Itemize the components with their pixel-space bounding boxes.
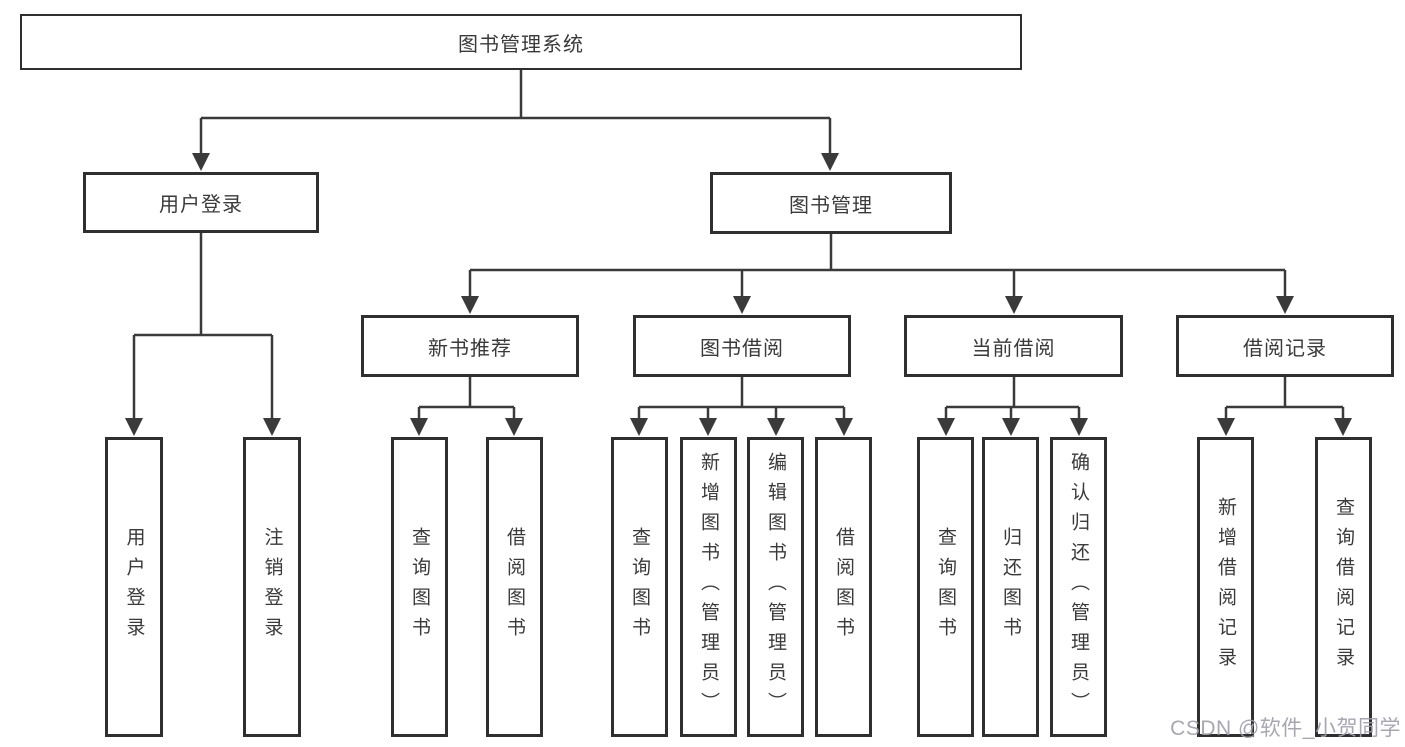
leaf-query-book-2: 查询图书 xyxy=(611,437,668,737)
node-new-book-recommend: 新书推荐 xyxy=(361,315,579,377)
leaf-add-book-admin-label: 新增图书（管理员） xyxy=(698,452,719,722)
node-new-book-recommend-label: 新书推荐 xyxy=(428,337,512,360)
node-book-management-label: 图书管理 xyxy=(789,194,873,217)
watermark: CSDN @软件_小贺同学 xyxy=(1170,717,1401,740)
leaf-return-book-label: 归还图书 xyxy=(1000,527,1021,647)
node-user-login-label: 用户登录 xyxy=(159,194,243,216)
connector-book-mgmt-to-level3 xyxy=(468,233,1287,298)
node-borrow-record-label: 借阅记录 xyxy=(1243,337,1327,360)
leaf-edit-book-admin: 编辑图书（管理员） xyxy=(747,437,804,737)
leaf-query-book-2-label: 查询图书 xyxy=(629,527,650,647)
connector-user-login-to-leaves xyxy=(132,233,274,420)
leaf-add-book-admin: 新增图书（管理员） xyxy=(680,437,737,737)
leaf-borrow-book-1-label: 借阅图书 xyxy=(504,527,525,647)
arrowheads-root-to-level2 xyxy=(192,153,839,171)
node-root: 图书管理系统 xyxy=(20,14,1022,70)
connector-current-borrow-to-leaves xyxy=(944,377,1081,420)
arrowheads-book-borrow xyxy=(630,418,853,436)
arrowheads-current-borrow xyxy=(937,418,1088,436)
node-user-login: 用户登录 xyxy=(83,172,319,233)
node-book-borrow-label: 图书借阅 xyxy=(700,337,784,360)
leaf-add-borrow-record-label: 新增借阅记录 xyxy=(1215,497,1236,677)
arrowheads-new-book xyxy=(410,418,523,436)
leaf-borrow-book-2-label: 借阅图书 xyxy=(833,527,854,647)
leaf-query-borrow-record-label: 查询借阅记录 xyxy=(1333,497,1354,677)
leaf-logout: 注销登录 xyxy=(243,437,301,737)
arrowheads-user-login xyxy=(125,418,281,436)
leaf-confirm-return-admin: 确认归还（管理员） xyxy=(1050,437,1107,737)
connector-borrow-record-to-leaves xyxy=(1224,377,1345,420)
connector-book-borrow-to-leaves xyxy=(637,377,846,420)
connector-new-book-to-leaves xyxy=(417,377,516,420)
leaf-edit-book-admin-label: 编辑图书（管理员） xyxy=(765,452,786,722)
arrowheads-borrow-record xyxy=(1217,418,1352,436)
leaf-add-borrow-record: 新增借阅记录 xyxy=(1197,437,1254,737)
leaf-user-login: 用户登录 xyxy=(105,437,163,737)
leaf-return-book: 归还图书 xyxy=(982,437,1039,737)
leaf-query-book-3-label: 查询图书 xyxy=(935,527,956,647)
node-book-management: 图书管理 xyxy=(710,172,952,234)
node-current-borrow-label: 当前借阅 xyxy=(971,337,1056,360)
leaf-borrow-book-2: 借阅图书 xyxy=(815,437,872,737)
node-root-label: 图书管理系统 xyxy=(458,33,584,56)
node-book-borrow: 图书借阅 xyxy=(633,315,851,377)
leaf-query-book-1: 查询图书 xyxy=(391,437,448,737)
leaf-confirm-return-admin-label: 确认归还（管理员） xyxy=(1068,452,1089,722)
node-current-borrow: 当前借阅 xyxy=(904,315,1123,377)
leaf-query-book-1-label: 查询图书 xyxy=(409,527,430,647)
leaf-logout-label: 注销登录 xyxy=(261,527,283,647)
node-borrow-record: 借阅记录 xyxy=(1176,315,1394,377)
connector-root-to-level2 xyxy=(199,70,832,155)
leaf-query-borrow-record: 查询借阅记录 xyxy=(1315,437,1372,737)
arrowheads-book-mgmt xyxy=(461,296,1294,314)
leaf-user-login-label: 用户登录 xyxy=(123,527,145,647)
leaf-query-book-3: 查询图书 xyxy=(917,437,974,737)
leaf-borrow-book-1: 借阅图书 xyxy=(486,437,543,737)
